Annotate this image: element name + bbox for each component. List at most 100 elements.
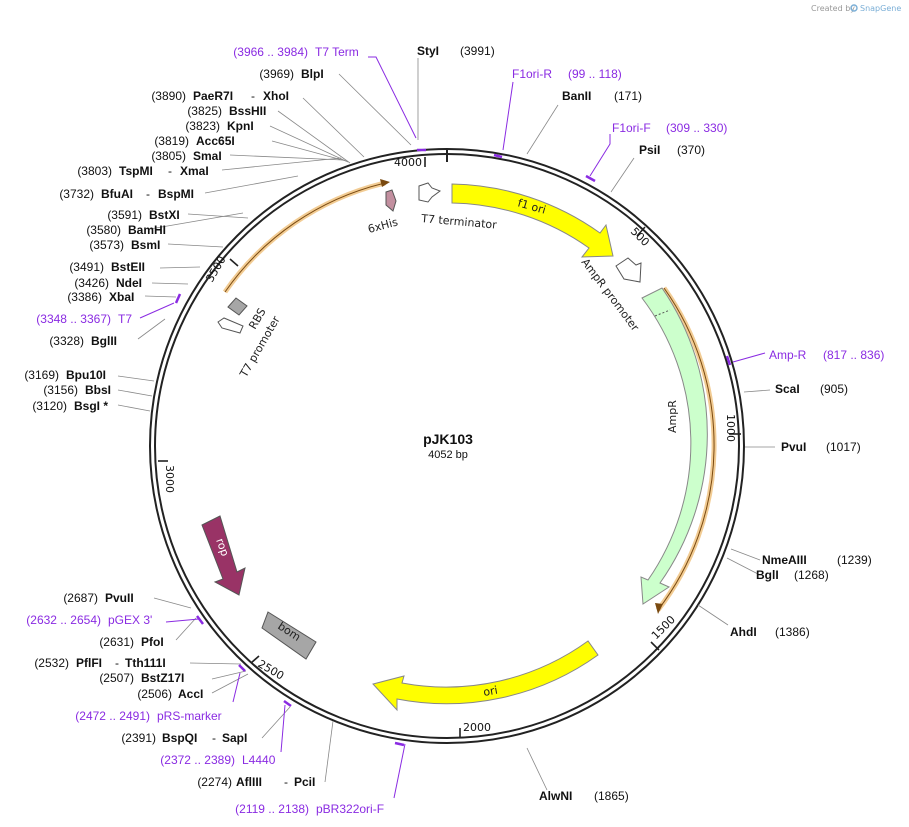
site-pos-smai: (3805) xyxy=(151,149,186,163)
site-name-acc65i[interactable]: Acc65I xyxy=(196,134,235,148)
f1-ori-arrow xyxy=(451,183,614,258)
tick-label-3000: 3000 xyxy=(163,465,176,493)
site-name-bstz17i[interactable]: BstZ17I xyxy=(141,671,184,685)
site-pos-acc65i: (3819) xyxy=(154,134,189,148)
site-name-ndei[interactable]: NdeI xyxy=(116,276,142,290)
site-name-nmeaiii[interactable]: NmeAIII xyxy=(762,553,807,567)
leader-bglii xyxy=(137,318,166,340)
site-name-bpu10i[interactable]: Bpu10I xyxy=(66,368,106,382)
primer-name-t7[interactable]: T7 xyxy=(118,312,132,326)
site-name-acci[interactable]: AccI xyxy=(178,687,203,701)
site-name2-afliii[interactable]: PciI xyxy=(294,775,315,789)
leader-acci xyxy=(211,673,249,694)
leader-scai xyxy=(743,389,771,393)
primer-mark-f1ori-r xyxy=(493,153,503,159)
site-pos-bamhi: (3580) xyxy=(86,223,121,237)
site-name-banii[interactable]: BanII xyxy=(562,89,591,103)
site-sep-bspqi: - xyxy=(212,731,216,745)
primer-range-t7term: (3966 .. 3984) xyxy=(233,45,308,59)
plasmid-name: pJK103 xyxy=(423,431,473,447)
leader-blpi xyxy=(338,73,412,146)
site-name-paer7i[interactable]: PaeR7I xyxy=(193,89,233,103)
site-name-pvuii[interactable]: PvuII xyxy=(105,591,134,605)
site-name2-paer7i[interactable]: XhoI xyxy=(263,89,289,103)
primer-name-pbr322[interactable]: pBR322ori-F xyxy=(316,802,384,816)
primer-leader-f1ori-r xyxy=(502,81,514,151)
site-name-bbsi[interactable]: BbsI xyxy=(85,383,111,397)
site-pos-pfoi: (2631) xyxy=(99,635,134,649)
site-sep-tspmi: - xyxy=(168,164,172,178)
site-name-kpni[interactable]: KpnI xyxy=(227,119,254,133)
site-name-bfuai[interactable]: BfuAI xyxy=(101,187,133,201)
primer-name-l4440[interactable]: L4440 xyxy=(242,753,276,767)
site-name-bsmi[interactable]: BsmI xyxy=(131,238,160,252)
site-name2-bspqi[interactable]: SapI xyxy=(222,731,247,745)
site-name2-tspmi[interactable]: XmaI xyxy=(180,164,209,178)
site-name-scai[interactable]: ScaI xyxy=(775,382,800,396)
site-pos-psii: (370) xyxy=(677,143,705,157)
primer-mark-prs xyxy=(238,664,246,672)
leader-banii xyxy=(526,104,559,155)
primer-name-prs[interactable]: pRS-marker xyxy=(157,709,222,723)
leader-bstz17i xyxy=(211,670,247,680)
site-pos-bpu10i: (3169) xyxy=(24,368,59,382)
tick-2500 xyxy=(250,655,260,664)
credit-brand: SnapGene xyxy=(860,4,901,13)
leader-bsshii xyxy=(277,110,351,164)
primer-mark-l4440 xyxy=(283,699,292,708)
site-name-styi[interactable]: StyI xyxy=(417,44,439,58)
site-name-smai[interactable]: SmaI xyxy=(193,149,222,163)
site-pos-paer7i: (3890) xyxy=(151,89,186,103)
leader-bspqi xyxy=(261,706,291,739)
ori-arrow xyxy=(372,640,599,712)
site-name2-pflfi[interactable]: Tth111I xyxy=(125,656,166,670)
primer-range-f1ori-r: (99 .. 118) xyxy=(568,67,622,81)
leader-paer7i xyxy=(302,97,365,158)
primer-mark-t7 xyxy=(174,293,182,304)
primer-name-f1ori-r[interactable]: F1ori-R xyxy=(512,67,552,81)
leader-bamhi xyxy=(149,212,244,230)
site-name-bglii[interactable]: BglII xyxy=(91,334,117,348)
primer-range-f1ori-f: (309 .. 330) xyxy=(666,121,727,135)
site-name-afliii[interactable]: AflIII xyxy=(236,775,262,789)
site-name-ahdi[interactable]: AhdI xyxy=(730,625,757,639)
tick-3500 xyxy=(229,258,239,267)
leader-ndei xyxy=(151,282,189,285)
site-name-bspqi[interactable]: BspQI xyxy=(162,731,197,745)
leader-tspmi xyxy=(221,157,342,171)
site-name-xbai[interactable]: XbaI xyxy=(109,290,134,304)
site-name-tspmi[interactable]: TspMI xyxy=(119,164,153,178)
site-name-pfoi[interactable]: PfoI xyxy=(141,635,164,649)
rbs-box xyxy=(227,297,248,316)
site-name-bsshii[interactable]: BssHII xyxy=(229,104,266,118)
rop-label: rop xyxy=(213,537,231,558)
leader-psii xyxy=(610,157,635,193)
site-pos-bfuai: (3732) xyxy=(59,187,94,201)
primer-leader-pbr322 xyxy=(393,743,406,799)
primer-name-f1ori-f[interactable]: F1ori-F xyxy=(612,121,651,135)
site-name-alwni[interactable]: AlwNI xyxy=(539,789,572,803)
primer-name-ampr[interactable]: Amp-R xyxy=(769,348,807,362)
site-name-bgli[interactable]: BglI xyxy=(756,568,779,582)
site-name-pvui[interactable]: PvuI xyxy=(781,440,806,454)
site-pos-acci: (2506) xyxy=(137,687,172,701)
primer-leader-prs xyxy=(232,672,241,703)
site-name-blpi[interactable]: BlpI xyxy=(301,67,324,81)
site-pos-ahdi: (1386) xyxy=(775,625,810,639)
his-tag-arrow xyxy=(385,189,397,212)
site-name2-bfuai[interactable]: BspMI xyxy=(158,187,194,201)
site-sep-afliii: - xyxy=(284,775,288,789)
site-pos-bspqi: (2391) xyxy=(121,731,156,745)
leader-pfoi xyxy=(175,617,197,641)
site-name-pflfi[interactable]: PflFI xyxy=(76,656,102,670)
site-name-bsgi[interactable]: BsgI * xyxy=(74,399,108,413)
site-name-bamhi[interactable]: BamHI xyxy=(128,223,166,237)
primer-mark-f1ori-f xyxy=(585,174,596,183)
primer-name-pgex[interactable]: pGEX 3' xyxy=(108,613,152,627)
site-pos-bsgi: (3120) xyxy=(32,399,67,413)
site-name-bstxi[interactable]: BstXI xyxy=(149,208,180,222)
primer-name-t7term[interactable]: T7 Term xyxy=(315,45,359,59)
site-name-bsteii[interactable]: BstEII xyxy=(111,260,145,274)
site-name-psii[interactable]: PsiI xyxy=(639,143,660,157)
ampr-promoter-arrow xyxy=(615,257,642,283)
